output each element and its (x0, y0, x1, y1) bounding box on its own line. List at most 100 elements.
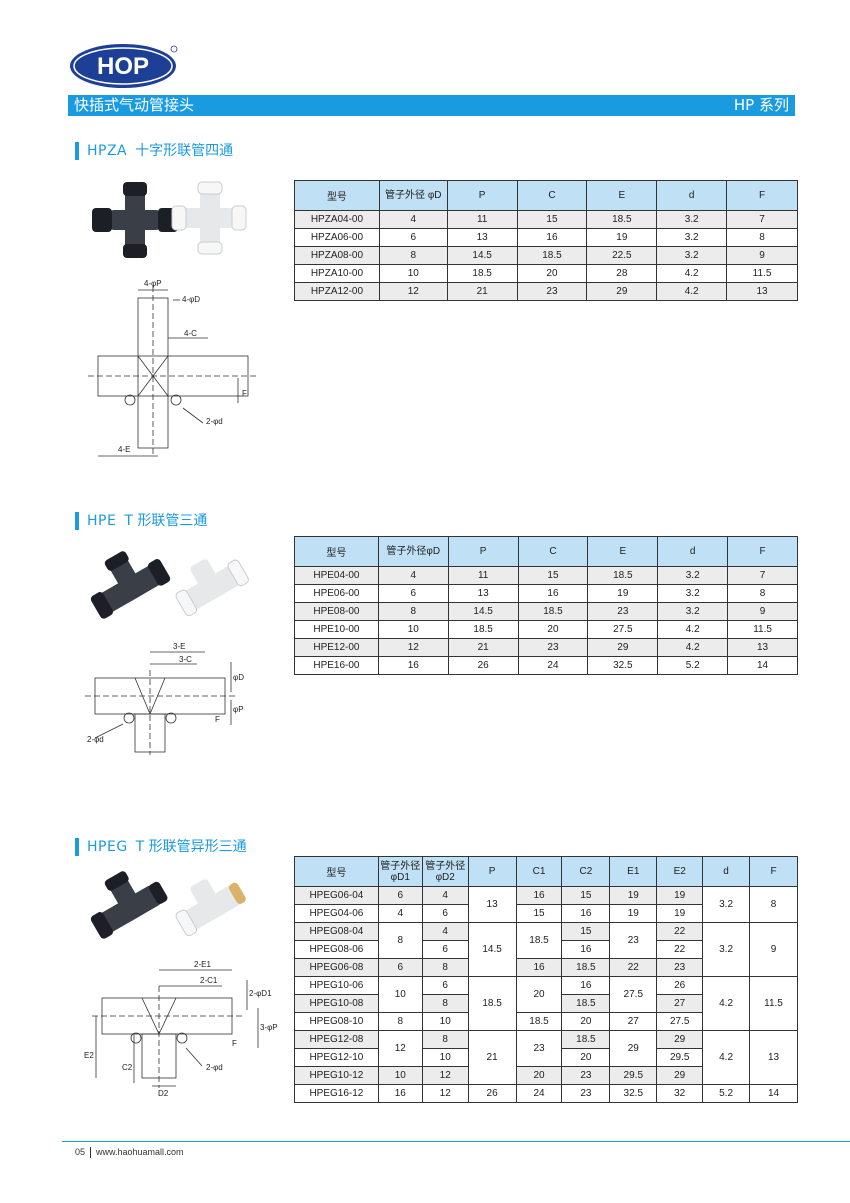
table-cell: 20 (517, 620, 589, 639)
table-cell: 21 (447, 638, 519, 657)
footer: 05 www.haohuamall.com (75, 1147, 184, 1159)
table-cell: 29.5 (609, 1066, 658, 1085)
label-C2: C2 (122, 1063, 133, 1072)
table-cell: 19 (587, 584, 659, 603)
table-cell: 13 (446, 228, 518, 247)
table-cell: 8 (377, 1012, 423, 1031)
table-cell: 8 (421, 994, 469, 1013)
table-cell: 26 (467, 1084, 517, 1103)
table-cell: 18.5 (515, 922, 563, 959)
col-header: P (447, 536, 519, 567)
hpeg-dimension-drawing: 2-E1 2-C1 2-φD1 3-φP F 2-φd E2 C2 D2 (84, 960, 278, 1098)
table-cell: 15 (561, 922, 611, 941)
page-number: 05 (75, 1147, 86, 1157)
table-cell: 29 (656, 1030, 704, 1049)
label-4-phiD: 4-φD (182, 295, 200, 304)
footer-url[interactable]: www.haohuamall.com (96, 1147, 184, 1157)
table-cell: 15 (561, 886, 611, 905)
table-cell: 12 (421, 1066, 469, 1085)
table-cell: 19 (609, 886, 658, 905)
table-cell: 19 (586, 228, 658, 247)
table-cell: 19 (656, 886, 704, 905)
table-cell: 3.2 (657, 602, 729, 621)
table-cell: 23 (561, 1066, 611, 1085)
table-cell: 20 (516, 264, 588, 283)
table-cell: 11.5 (749, 976, 798, 1031)
table-cell: HPEG06-08 (294, 958, 379, 977)
table-cell: HPE10-00 (294, 620, 379, 639)
table-cell: 12 (421, 1084, 469, 1103)
table-cell: 29 (656, 1066, 704, 1085)
table-cell: 18.5 (516, 246, 588, 265)
table-cell: 16 (377, 656, 449, 675)
col-header: F (726, 180, 798, 211)
label-3-C: 3-C (179, 655, 192, 664)
col-header: 管子外径 φD1 (377, 856, 423, 887)
table-cell: 14.5 (467, 922, 517, 977)
table-cell: 14.5 (446, 246, 518, 265)
table-cell: 16 (377, 1084, 423, 1103)
table-cell: 27 (656, 994, 704, 1013)
table-cell: HPEG10-06 (294, 976, 379, 995)
label-D2: D2 (158, 1089, 169, 1098)
table-cell: 4 (377, 904, 423, 923)
col-header: d (657, 536, 729, 567)
col-header: E (586, 180, 658, 211)
table-cell: HPEG12-08 (294, 1030, 379, 1049)
table-cell: 4 (378, 210, 448, 229)
table-cell: 6 (421, 940, 469, 959)
col-header: E (587, 536, 659, 567)
col-header: P (467, 856, 517, 887)
table-cell: 18.5 (447, 620, 519, 639)
table-cell: 13 (726, 282, 798, 301)
table-cell: 18.5 (517, 602, 589, 621)
table-cell: HPE12-00 (294, 638, 379, 657)
table-cell: 6 (378, 228, 448, 247)
title-bar: 快插式气动管接头 HP 系列 (68, 95, 795, 116)
table-cell: HPEG10-12 (294, 1066, 379, 1085)
table-cell: 11 (447, 566, 519, 585)
col-header: C1 (515, 856, 563, 887)
label-3-E: 3-E (173, 642, 185, 651)
table-cell: 27.5 (609, 976, 658, 1013)
table-cell: 4 (421, 922, 469, 941)
col-header: d (656, 180, 728, 211)
label-phiP: φP (233, 705, 244, 714)
col-header: 型号 (294, 536, 379, 567)
table-cell: 18.5 (586, 210, 658, 229)
table-cell: 15 (517, 566, 589, 585)
table-cell: 15 (515, 904, 563, 923)
table-cell: 22 (656, 922, 704, 941)
table-cell: 20 (515, 976, 563, 1013)
col-header: E1 (609, 856, 658, 887)
table-cell: HPEG12-10 (294, 1048, 379, 1067)
table-cell: 6 (421, 976, 469, 995)
table-cell: 4.2 (657, 620, 729, 639)
table-cell: 18.5 (561, 958, 611, 977)
hpeg-spec-table: 型号 管子外径 φD1 管子外径 φD2 P C1 C2 E1 E2 d F H… (294, 856, 798, 1103)
table-cell: 10 (421, 1012, 469, 1031)
hpeg-product-photo (90, 871, 246, 939)
table-cell: 22 (656, 940, 704, 959)
table-cell: 10 (421, 1048, 469, 1067)
table-cell: 11.5 (727, 620, 798, 639)
table-cell: 20 (561, 1012, 611, 1031)
label-2-C1: 2-C1 (200, 976, 218, 985)
table-cell: 13 (749, 1030, 798, 1085)
hpe-dimension-drawing: 3-E 3-C φD φP F 2-φd (85, 642, 244, 755)
table-cell: 14 (749, 1084, 798, 1103)
table-cell: 10 (377, 976, 423, 1013)
table-cell: 6 (421, 904, 469, 923)
hpza-product-photo (92, 181, 247, 258)
table-cell: 13 (727, 638, 798, 657)
table-cell: 16 (516, 228, 588, 247)
table-cell: 23 (656, 958, 704, 977)
table-cell: 32 (656, 1084, 704, 1103)
table-cell: 29.5 (656, 1048, 704, 1067)
